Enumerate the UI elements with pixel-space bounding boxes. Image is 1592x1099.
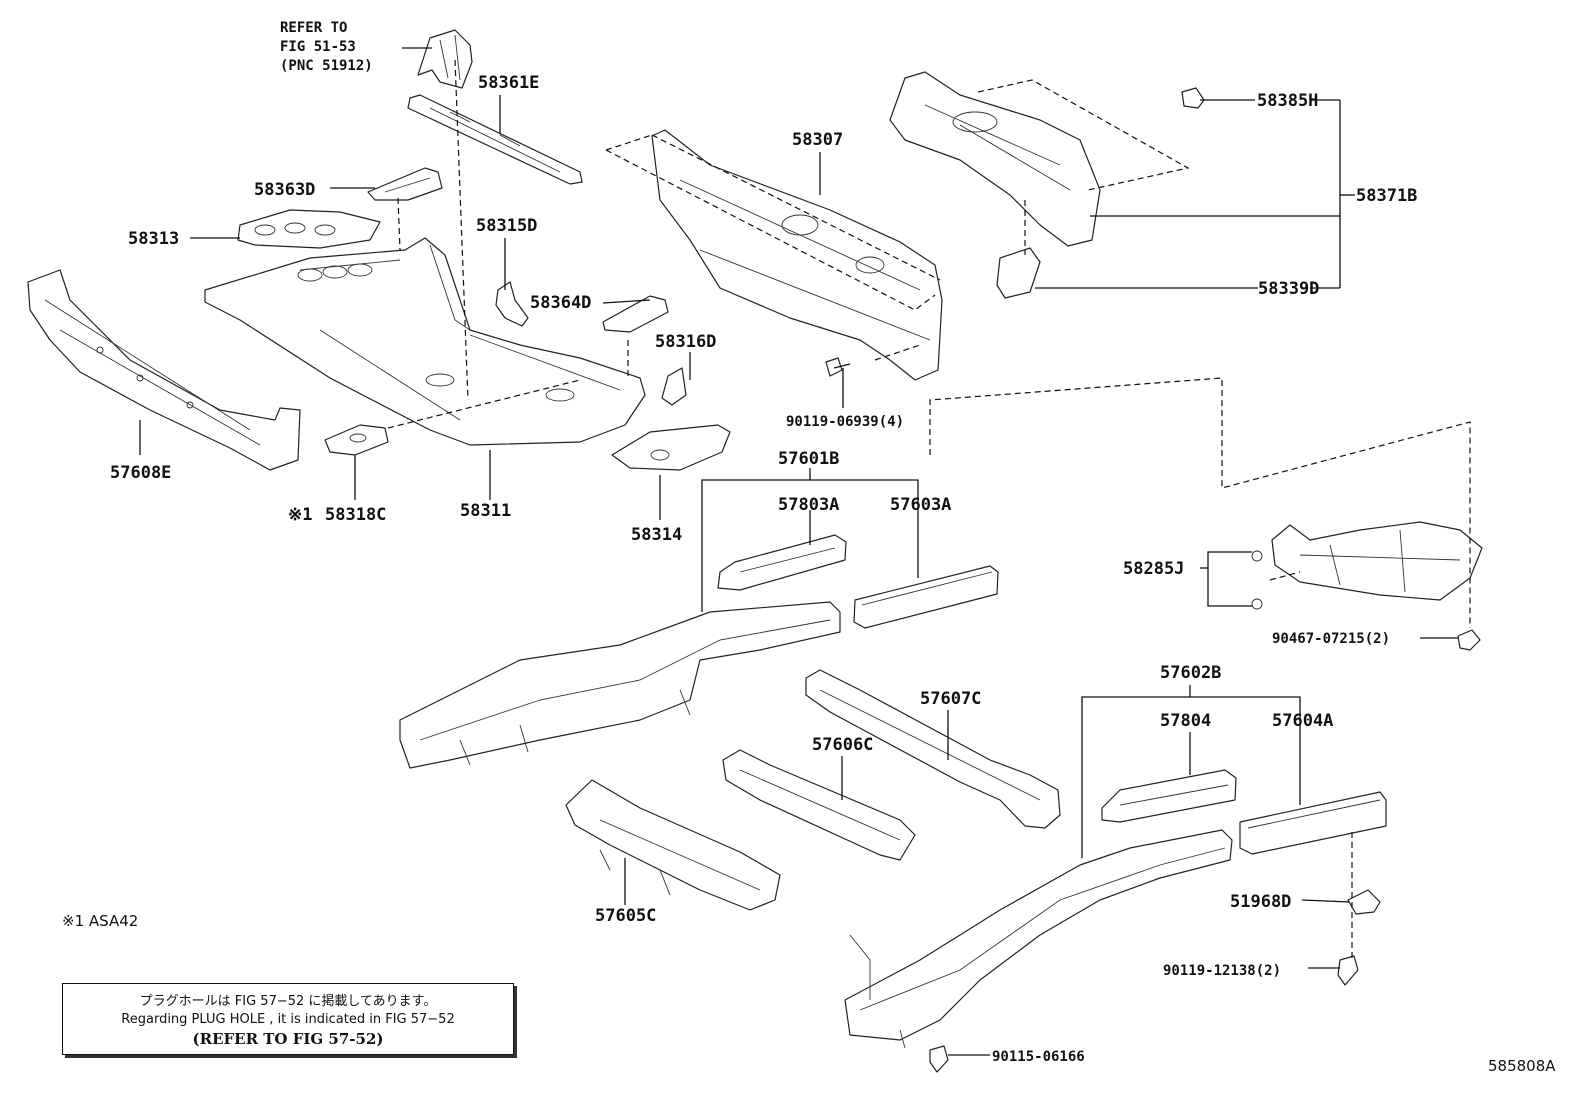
label-90119-12138: 90119-12138(2) — [1163, 963, 1281, 979]
part-57607C — [805, 669, 1061, 829]
part-58318C — [324, 424, 389, 456]
part-57604A — [1239, 791, 1387, 855]
label-58318C: 58318C — [325, 505, 386, 525]
label-58364D: 58364D — [530, 293, 591, 313]
label-57603A: 57603A — [890, 495, 951, 515]
note-english: Regarding PLUG HOLE , it is indicated in… — [121, 1012, 455, 1027]
label-57601B: 57601B — [778, 449, 839, 469]
label-57803A: 57803A — [778, 495, 839, 515]
label-90119-06939: 90119-06939(4) — [786, 414, 904, 430]
leader-lines — [139, 47, 1458, 1056]
part-58339D — [996, 247, 1041, 299]
label-58339D: 58339D — [1258, 279, 1319, 299]
part-bracket-51912 — [417, 29, 473, 89]
refer-note-line2: FIG 51-53 — [280, 39, 356, 55]
footnote-asa42: ※1 ASA42 — [62, 912, 139, 930]
part-57803A — [717, 534, 847, 591]
label-58361E: 58361E — [478, 73, 539, 93]
part-58313 — [237, 209, 381, 249]
part-number-labels: 58361E 58363D 58313 58315D 58364D 58316D… — [110, 73, 1417, 1065]
part-58285J — [1251, 521, 1483, 610]
part-58311-floor-pan — [204, 237, 646, 446]
part-51968D — [1347, 889, 1381, 915]
part-bolt-90119-06939 — [825, 357, 851, 377]
part-clip-90467-07215 — [1457, 629, 1481, 651]
label-58318C-mark: ※1 — [288, 505, 312, 525]
note-japanese: プラグホールは FIG 57−52 に掲載してあります。 — [139, 994, 437, 1009]
part-58361E — [407, 94, 583, 185]
label-57608E: 57608E — [110, 463, 171, 483]
part-57603A — [853, 565, 999, 629]
part-57608E — [27, 269, 301, 471]
part-58307-back-panel — [651, 129, 943, 381]
part-57605C — [565, 779, 781, 911]
part-58385H — [1181, 87, 1205, 109]
label-58307: 58307 — [792, 130, 843, 150]
part-57606C — [722, 749, 916, 861]
label-51968D: 51968D — [1230, 892, 1291, 912]
part-58315D — [495, 281, 529, 327]
part-58364D — [602, 295, 669, 333]
label-57602B: 57602B — [1160, 663, 1221, 683]
label-58371B: 58371B — [1356, 186, 1417, 206]
label-58314: 58314 — [631, 525, 682, 545]
part-bolt-90119-12138 — [1337, 955, 1359, 986]
label-90467-07215: 90467-07215(2) — [1272, 631, 1390, 647]
label-58311: 58311 — [460, 501, 511, 521]
label-58385H: 58385H — [1257, 91, 1318, 111]
refer-note-labels: REFER TO FIG 51-53 (PNC 51912) — [280, 20, 373, 74]
part-58363D — [367, 167, 443, 201]
part-58314 — [611, 424, 731, 471]
label-57605C: 57605C — [595, 906, 656, 926]
label-57606C: 57606C — [812, 735, 873, 755]
label-57607C: 57607C — [920, 689, 981, 709]
label-58313: 58313 — [128, 229, 179, 249]
label-58285J: 58285J — [1123, 559, 1184, 579]
part-57601B-side-member — [399, 601, 841, 769]
note-refer: (REFER TO FIG 57-52) — [192, 1030, 384, 1048]
part-57602B-side-member — [844, 829, 1233, 1049]
label-58363D: 58363D — [254, 180, 315, 200]
label-57804: 57804 — [1160, 711, 1211, 731]
assembly-dashed-lines — [387, 59, 1471, 960]
figure-id: 585808A — [1488, 1057, 1556, 1075]
part-58371B-upper-panel — [889, 71, 1101, 247]
label-58315D: 58315D — [476, 216, 537, 236]
label-57604A: 57604A — [1272, 711, 1333, 731]
part-bolt-90115-06166 — [929, 1045, 949, 1073]
label-58316D: 58316D — [655, 332, 716, 352]
refer-note-line3: (PNC 51912) — [280, 58, 373, 74]
part-57804 — [1101, 769, 1237, 823]
label-90115-06166: 90115-06166 — [992, 1049, 1085, 1065]
part-58316D — [661, 367, 687, 406]
refer-note-line1: REFER TO — [280, 20, 347, 36]
plug-hole-note-box: プラグホールは FIG 57−52 に掲載してあります。 Regarding P… — [62, 983, 514, 1055]
